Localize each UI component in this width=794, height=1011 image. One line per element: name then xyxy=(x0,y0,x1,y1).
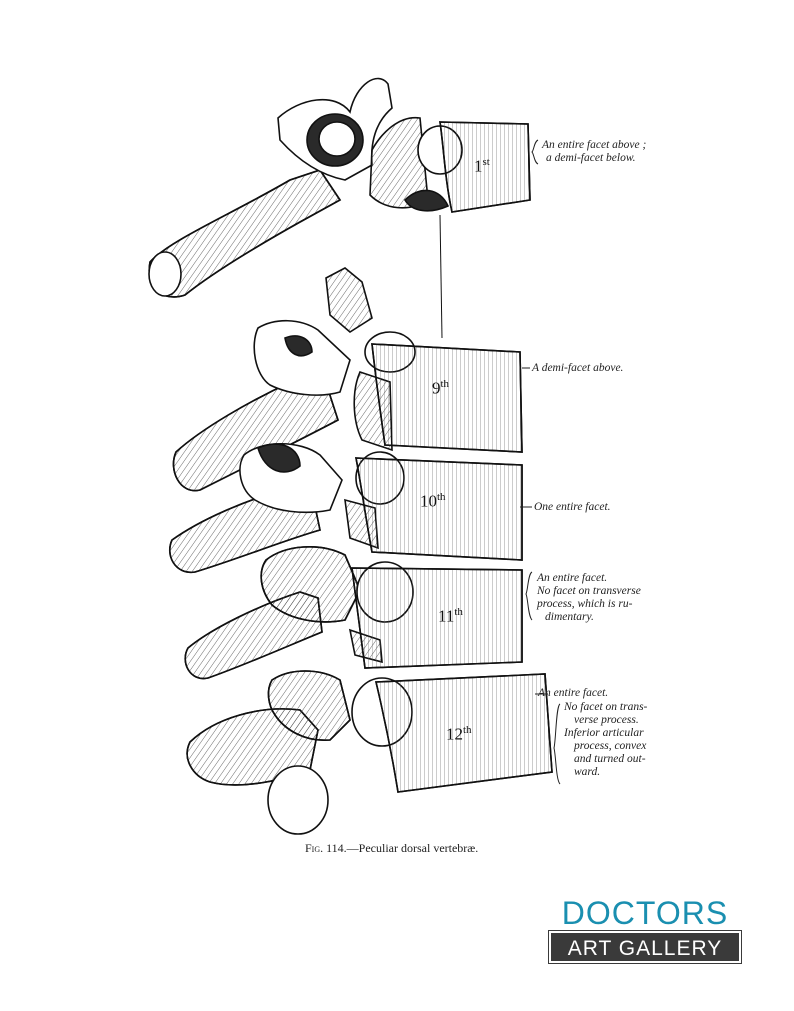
label-12th: 12th xyxy=(446,724,472,744)
vertebra-11th xyxy=(184,546,523,680)
label-11th: 11th xyxy=(438,606,463,626)
brace-twelfth xyxy=(553,703,561,785)
gallery-logo: DOCTORS ART GALLERY xyxy=(548,895,742,964)
annotation-leaders xyxy=(520,139,561,785)
label-10th: 10th xyxy=(420,491,446,511)
annotation-twelfth: No facet on trans- verse process. Inferi… xyxy=(564,701,648,778)
brace-first xyxy=(531,139,539,165)
label-9th: 9th xyxy=(432,378,450,398)
figure-caption: Fig. 114.—Peculiar dorsal vertebræ. xyxy=(305,841,478,856)
annotation-first: An entire facet above ; a demi-facet bel… xyxy=(542,139,647,164)
logo-wordmark-art-gallery: ART GALLERY xyxy=(548,930,742,964)
logo-wordmark-doctors: DOCTORS xyxy=(561,895,729,931)
figure-title: —Peculiar dorsal vertebræ. xyxy=(346,841,479,855)
vertebra-10th xyxy=(169,442,523,573)
annotation-eleventh: An entire facet. No facet on transverse … xyxy=(537,572,641,623)
annotation-twelfth-top: An entire facet. xyxy=(538,687,609,699)
figure-number: Fig. 114. xyxy=(305,841,347,855)
connector-line xyxy=(439,214,443,339)
label-1st: 1st xyxy=(474,156,490,176)
vertebra-12th xyxy=(186,670,553,835)
vertebra-9th xyxy=(172,267,523,492)
annotation-ninth: A demi-facet above. xyxy=(532,362,624,374)
annotation-tenth: One entire facet. xyxy=(534,501,611,513)
brace-eleventh xyxy=(525,571,533,621)
vertebra-1st xyxy=(148,77,531,298)
